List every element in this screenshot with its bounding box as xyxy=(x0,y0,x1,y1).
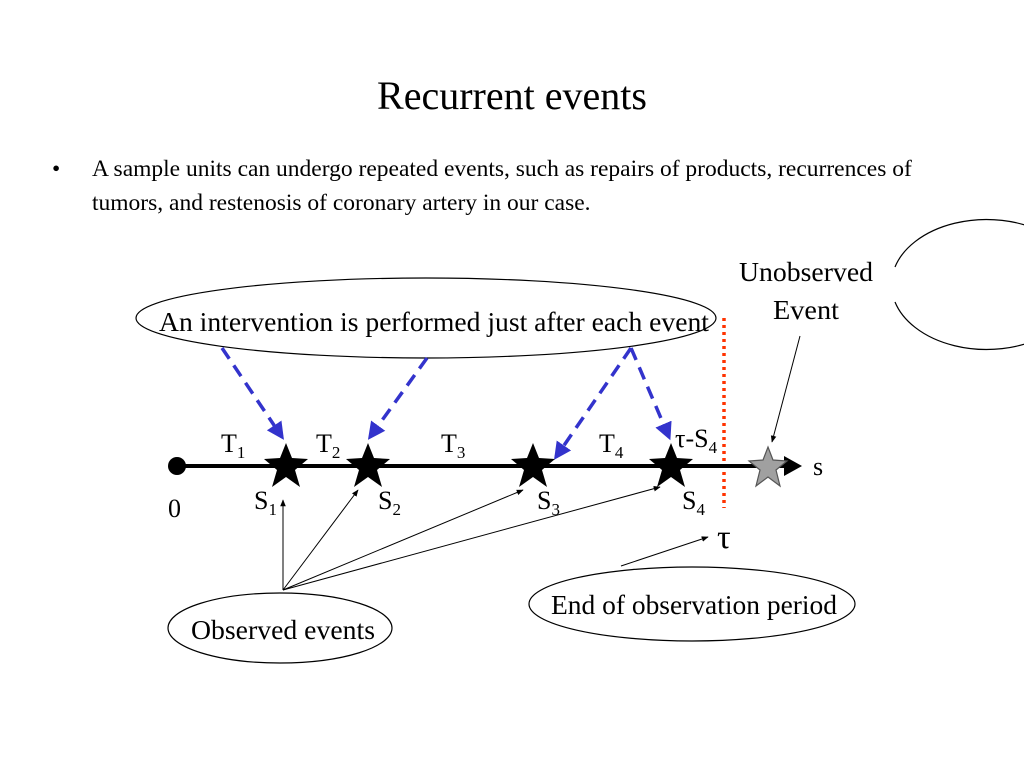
bullet-marker: • xyxy=(52,156,61,182)
end-callout-oval xyxy=(528,566,856,642)
event-star-2 xyxy=(346,443,390,487)
unobserved-callout-line1: Unobserved xyxy=(739,257,874,287)
observed-pointer-4 xyxy=(282,485,661,591)
unobserved-event-star xyxy=(747,445,789,488)
intervention-arrow-3 xyxy=(554,347,633,460)
intervention-callout-label: An intervention is performed just after … xyxy=(159,307,709,337)
time-axis-arrowhead xyxy=(784,456,802,476)
axis-origin-label: 0 xyxy=(168,494,181,523)
observed-callout-label: Observed events xyxy=(191,615,375,645)
censor-gap-label: τ-S4 xyxy=(675,424,718,457)
observed-pointer-2 xyxy=(282,489,359,591)
intervention-arrow-4 xyxy=(629,347,672,441)
axis-label: s xyxy=(813,452,823,481)
gap-label-3: T3 xyxy=(441,429,465,462)
bullet-text: A sample units can undergo repeated even… xyxy=(92,156,912,216)
gap-label-1: T1 xyxy=(221,429,245,462)
observed-pointer-3 xyxy=(282,489,524,591)
unobserved-callout-line2: Event xyxy=(773,295,840,325)
slide-title: Recurrent events xyxy=(377,73,647,118)
tau-label: τ xyxy=(717,519,731,556)
event-star-4 xyxy=(649,443,693,487)
gap-label-4: T4 xyxy=(599,429,624,462)
event-label-2: S2 xyxy=(378,486,401,519)
unobserved-pointer xyxy=(770,335,801,443)
event-label-4: S4 xyxy=(682,486,705,519)
end-pointer xyxy=(620,536,709,567)
observed-callout-oval xyxy=(167,592,393,664)
axis-origin-dot xyxy=(168,457,186,475)
event-label-1: S1 xyxy=(254,486,277,519)
gap-label-2: T2 xyxy=(316,429,340,462)
event-star-1 xyxy=(264,443,308,487)
unobserved-callout-oval xyxy=(894,218,1024,351)
event-label-3: S3 xyxy=(537,486,560,519)
end-callout-label: End of observation period xyxy=(551,590,838,620)
intervention-arrow-1 xyxy=(220,347,284,440)
intervention-arrow-2 xyxy=(367,356,429,440)
event-star-3 xyxy=(511,443,555,487)
